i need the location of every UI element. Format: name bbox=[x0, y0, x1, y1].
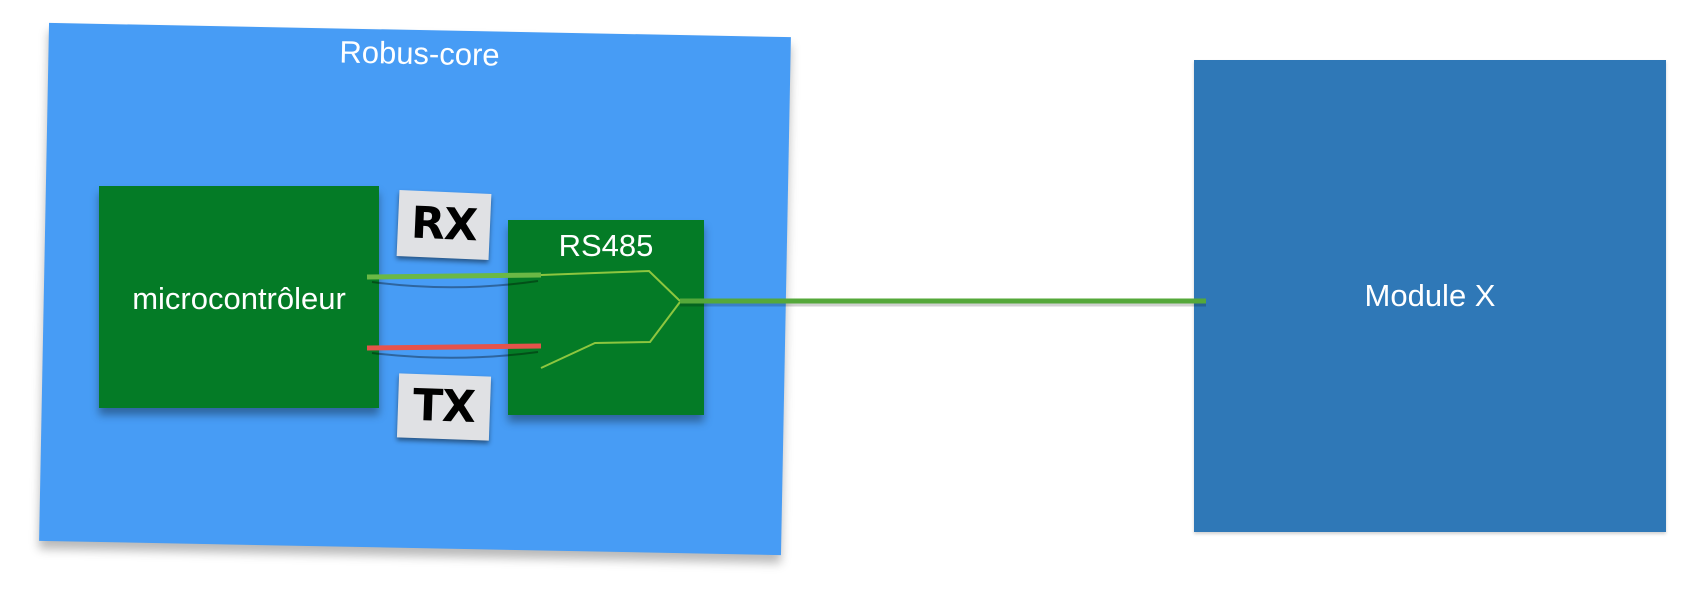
rs485-internal-lower-line bbox=[540, 301, 681, 369]
rs485-internal-upper-line bbox=[540, 269, 681, 302]
rx-wire-shadow bbox=[371, 280, 539, 289]
rx-tag: RX bbox=[396, 190, 492, 260]
rs485-label: RS485 bbox=[558, 228, 654, 263]
rx-wire bbox=[366, 272, 542, 280]
rs485-chip: RS485 bbox=[508, 220, 704, 415]
module-x-label: Module X bbox=[1364, 278, 1496, 313]
tx-wire bbox=[366, 343, 542, 351]
module-x-board: Module X bbox=[1194, 60, 1666, 532]
tx-wire-shadow bbox=[371, 351, 539, 359]
microcontroller-chip: microcontrôleur bbox=[99, 186, 379, 408]
tx-tag: TX bbox=[396, 373, 492, 441]
microcontroller-label: microcontrôleur bbox=[132, 281, 346, 316]
